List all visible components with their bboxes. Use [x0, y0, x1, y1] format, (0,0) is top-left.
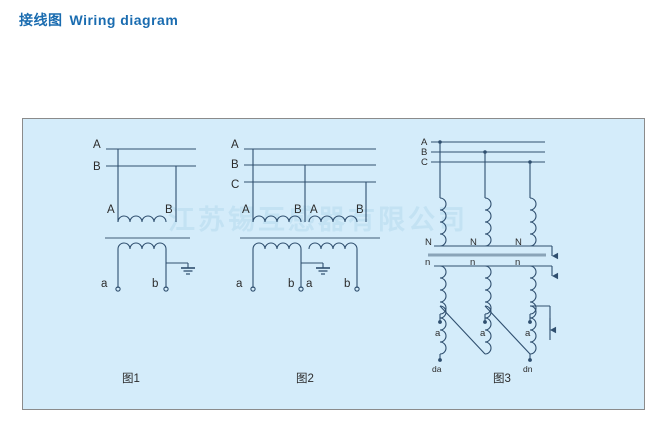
figure-caption-3: 图3: [493, 373, 511, 385]
wiring-diagram-panel: [22, 118, 645, 410]
watermark-text: 江苏锡互感器有限公司: [168, 205, 468, 235]
page-title-en: Wiring diagram: [69, 12, 179, 28]
figure-caption-2: 图2: [296, 373, 314, 385]
figure-caption-1: 图1: [122, 373, 140, 385]
page-title: 接线图 Wiring diagram: [19, 10, 178, 30]
page-title-cn: 接线图: [19, 12, 63, 28]
